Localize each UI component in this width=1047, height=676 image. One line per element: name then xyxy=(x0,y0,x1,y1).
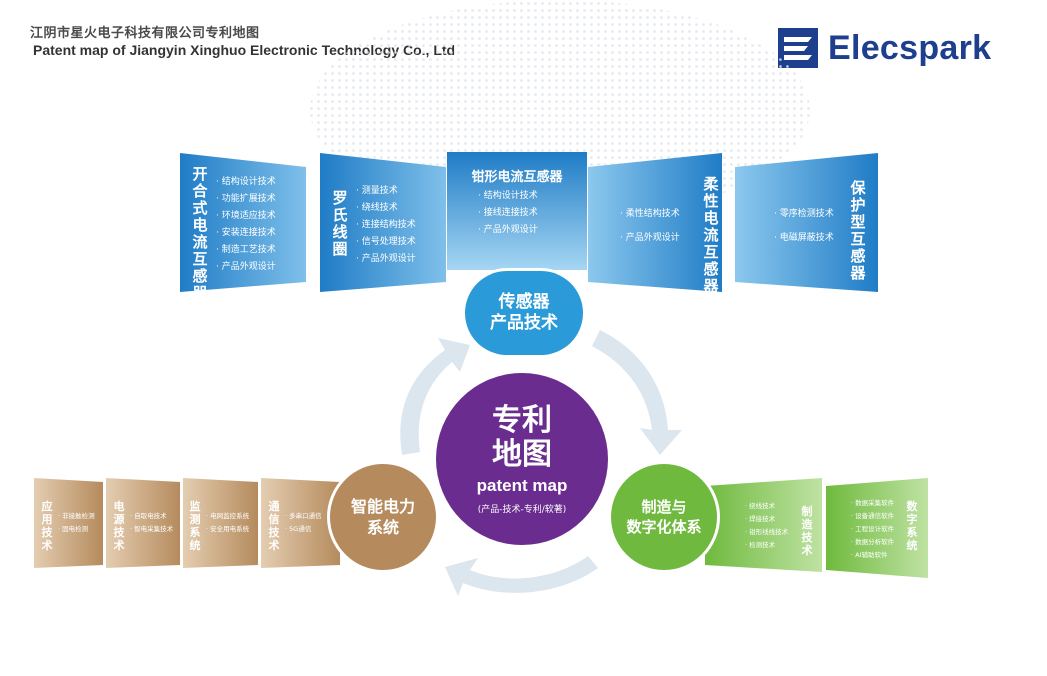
center-title-line1: 专利 xyxy=(492,402,552,438)
hub-label-line2: 系统 xyxy=(366,518,399,537)
panel-title: 钳形电流互感器 xyxy=(471,170,563,185)
hub-label-line1: 智能电力 xyxy=(350,497,415,516)
panel-title: 数字系统 xyxy=(906,500,918,552)
panel-items: 电网监控系统 安全用电系统 xyxy=(206,510,249,536)
center-caption: (产品-技术-专利/软著) xyxy=(477,504,567,515)
panel-items: 结构设计技术 功能扩展技术 环境适应技术 安装连接技术 制造工艺技术 产品外观设… xyxy=(216,174,276,276)
panel-items: 非接触检测 固电检测 xyxy=(58,510,95,536)
panel-items: 测量技术 绕线技术 连接结构技术 信号处理技术 产品外观设计 xyxy=(356,183,416,268)
title-chinese: 江阴市星火电子科技有限公司专利地图 xyxy=(30,26,260,41)
hub-label-line1: 制造与 xyxy=(641,498,687,516)
panel-items: 多串口通信 5G通信 xyxy=(285,510,322,536)
company-logo: Elecspark xyxy=(778,28,991,68)
panel-items: 自取电技术 智电采集技术 xyxy=(130,510,173,536)
panel-title: 通信技术 xyxy=(268,500,280,552)
hub-manufacturing-digital: 制造与 数字化体系 xyxy=(611,464,717,570)
center-subtitle: patent map xyxy=(476,475,568,495)
hub-label-line2: 数字化体系 xyxy=(626,518,702,536)
panel-items: 绕线技术 焊接技术 钳形线线技术 检测技术 xyxy=(745,500,788,552)
panel-title: 开合式电流互感器 xyxy=(192,165,208,302)
logo-text: Elecspark xyxy=(828,28,992,67)
panel-items: 零序检测技术 电磁屏蔽技术 xyxy=(774,202,834,250)
hub-smart-power-system: 智能电力 系统 xyxy=(330,464,436,570)
panel-title: 监测系统 xyxy=(189,500,201,552)
hub-label-line1: 传感器 xyxy=(498,292,550,312)
panel-items: 结构设计技术 接线连接技术 产品外观设计 xyxy=(478,188,538,239)
panel-title: 电源技术 xyxy=(113,500,125,552)
elecspark-logo-icon xyxy=(778,28,818,68)
hub-label-line2: 产品技术 xyxy=(490,313,558,333)
center-title-line2: 地图 xyxy=(492,436,552,472)
panel-items: 数据采集软件 设备通信软件 工程设计软件 数据分析软件 AI辅助软件 xyxy=(851,497,894,562)
panel-title: 罗氏线圈 xyxy=(332,189,348,258)
hub-sensor-product-tech: 传感器 产品技术 xyxy=(465,271,583,355)
center-patent-map: 专利 地图 patent map (产品-技术-专利/软著) xyxy=(436,373,608,545)
panel-title: 柔性电流互感器 xyxy=(703,175,719,295)
panel-items: 柔性结构技术 产品外观设计 xyxy=(620,202,680,250)
panel-title: 制造技术 xyxy=(801,505,813,557)
cycle-arrows xyxy=(400,330,682,596)
panel-title: 保护型互感器 xyxy=(850,179,866,282)
panel-title: 应用技术 xyxy=(41,500,53,552)
